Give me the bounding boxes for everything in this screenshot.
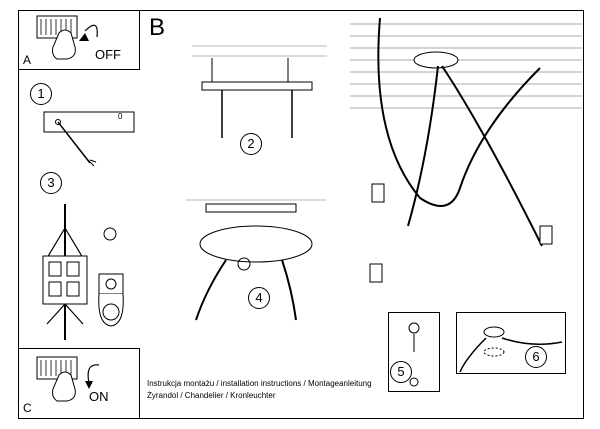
panel-c-letter: C [23,401,32,415]
off-label: OFF [95,47,121,62]
step-1-number: 1 [30,83,52,105]
step-2-number: 2 [240,133,262,155]
terminal-block-on-illustration [36,356,100,402]
caption-line-1: Instrukcja montażu / installation instru… [147,379,372,388]
ceiling-bracket-illustration [192,45,327,138]
caption: Instrukcja montażu / installation instru… [147,378,372,402]
step-6-number: 6 [525,346,547,368]
step-3-number: 3 [40,172,62,194]
mounting-plate-illustration [43,111,135,167]
canopy-detail-illustration [459,326,563,373]
panel-a: A OFF [18,10,140,70]
step-4-number: 4 [248,287,270,309]
chandelier-wall-illustration [350,17,582,283]
step-5-number: 5 [390,361,412,383]
step-6-panel [456,312,566,374]
panel-b-letter: B [149,14,166,41]
connector-detail-illustration [408,322,420,387]
brick-wall [350,23,582,109]
wiring-connector-illustration [42,204,124,340]
caption-line-2: Żyrandol / Chandelier / Kronleuchter [147,391,276,400]
panel-c: C ON [18,348,140,419]
canopy-install-illustration [186,199,326,321]
panel-a-letter: A [23,53,32,67]
terminal-block-off-illustration [36,15,98,60]
on-label: ON [89,389,109,404]
instruction-sheet [18,10,584,419]
plate-mark: 0 [118,112,123,121]
